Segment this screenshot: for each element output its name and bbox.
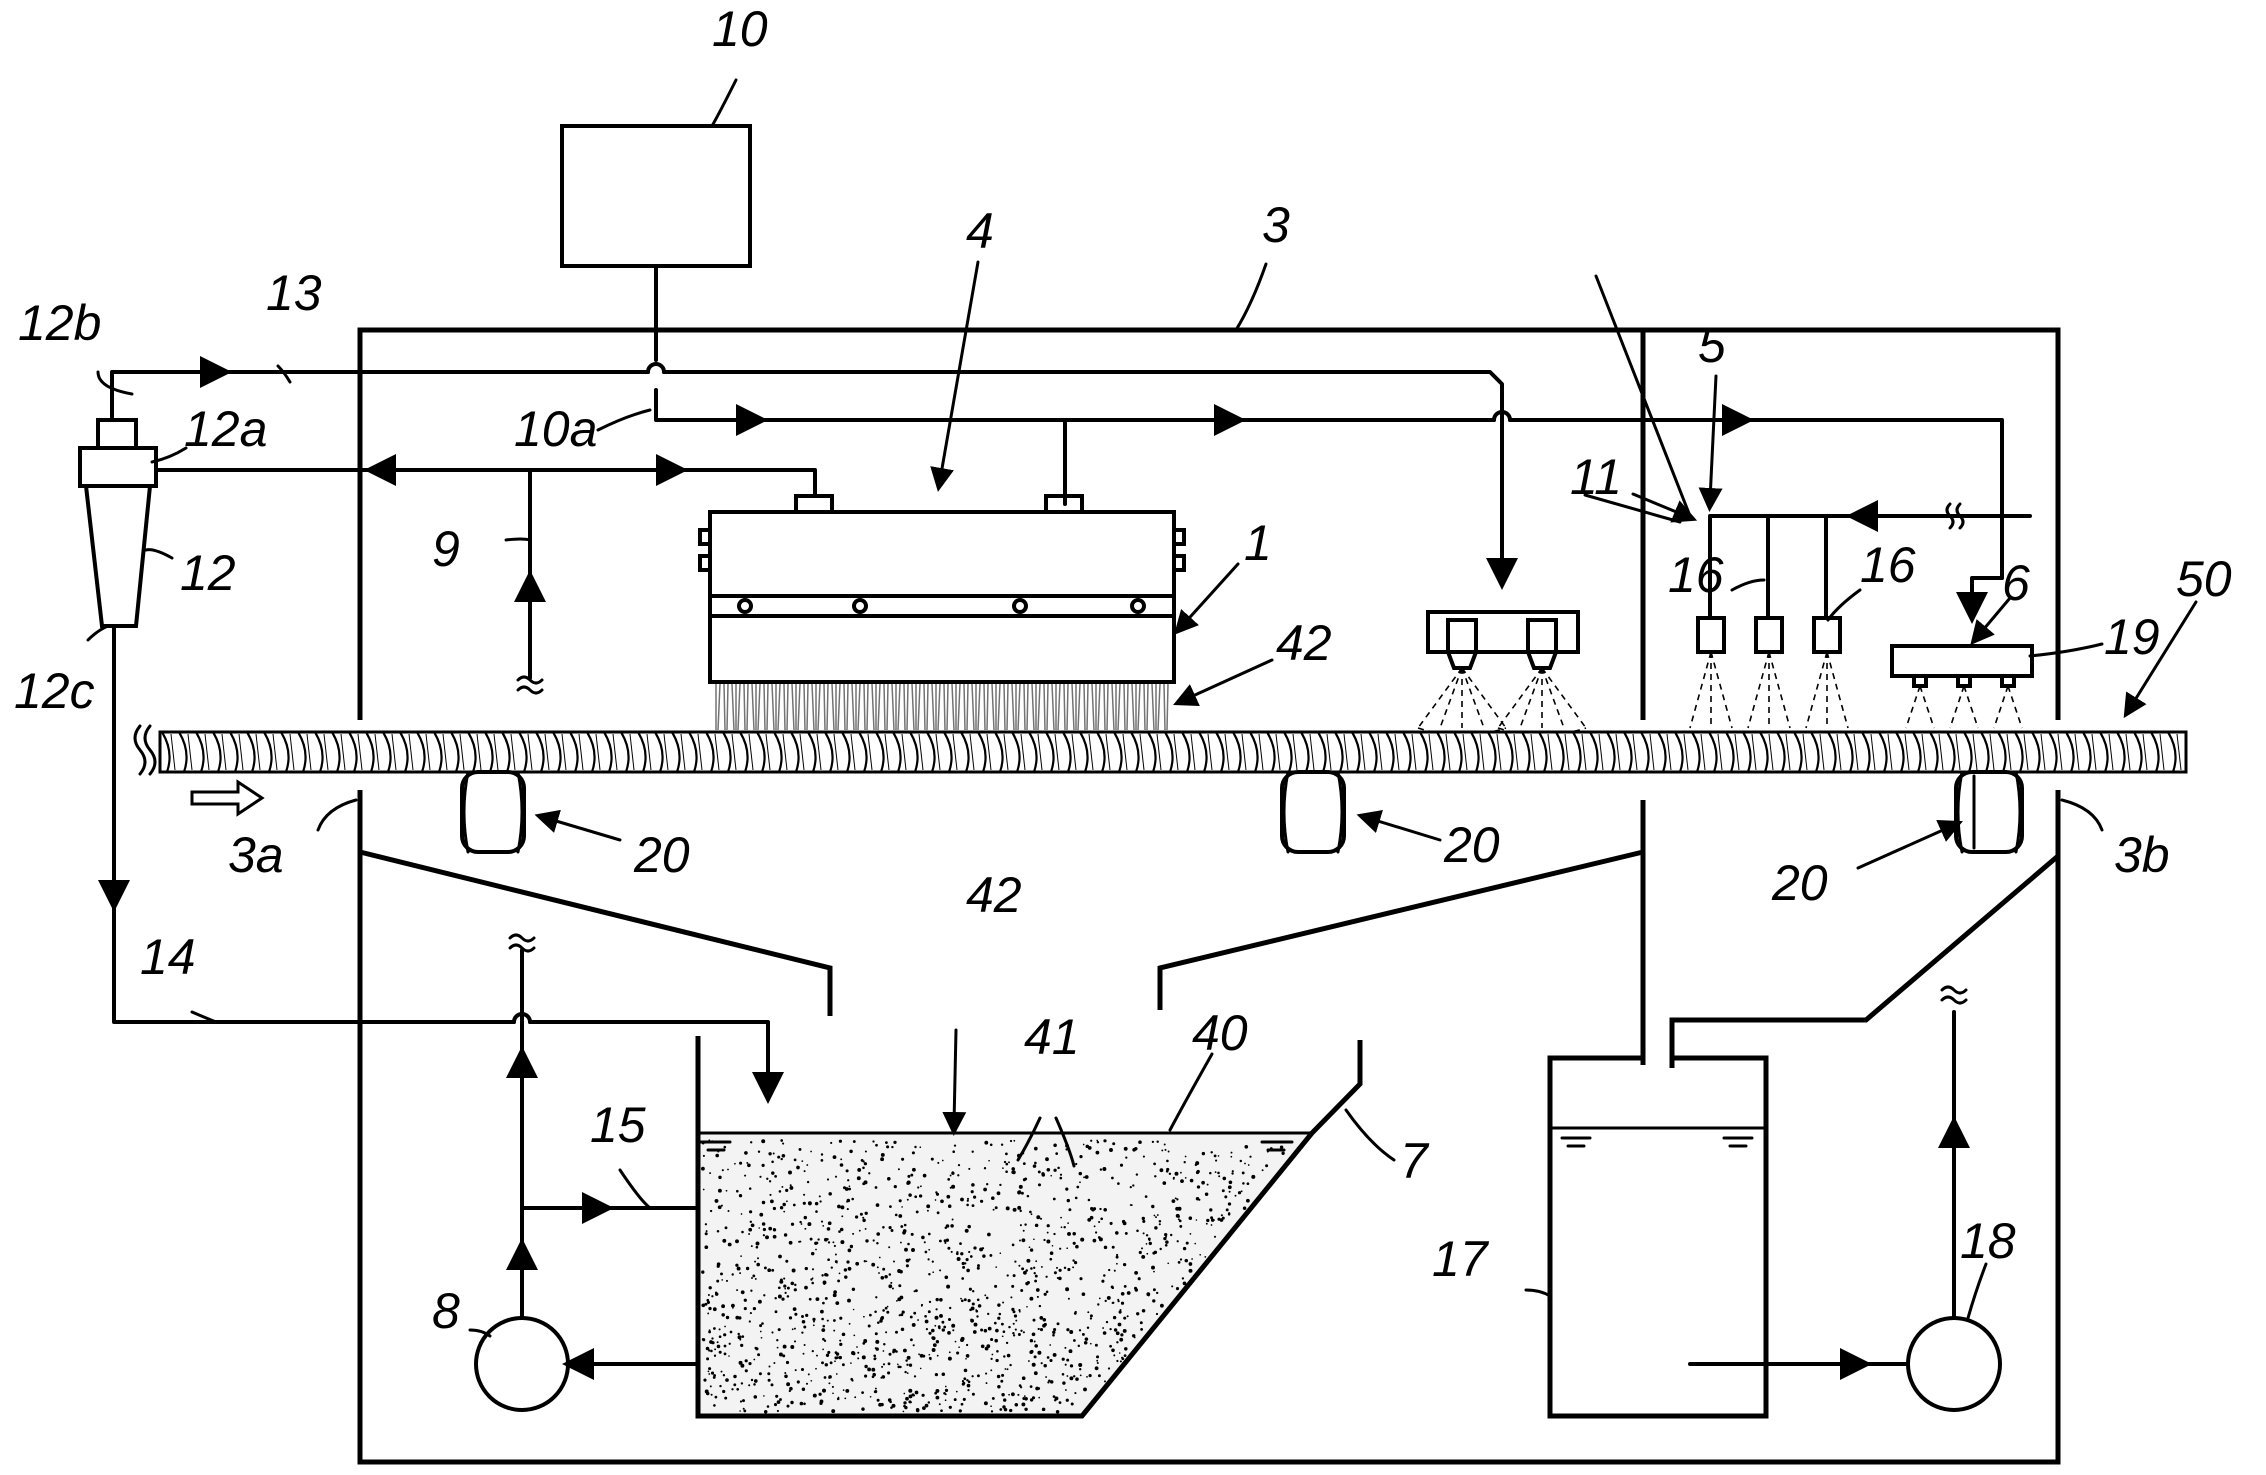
pipe-9	[514, 468, 546, 695]
label-4: 4	[966, 203, 994, 259]
controller-box-10	[560, 124, 752, 268]
label-17: 17	[1432, 1231, 1490, 1287]
label-16-right: 16	[1860, 537, 1916, 593]
label-16-left: 16	[1668, 547, 1724, 603]
label-41: 41	[1024, 1009, 1080, 1065]
label-1: 1	[1244, 515, 1272, 571]
nozzle-bar-19	[1890, 644, 2034, 729]
label-7: 7	[1400, 1133, 1430, 1189]
pipe-10a	[654, 388, 2004, 624]
rollers-20	[460, 770, 2024, 854]
label-20-right: 20	[1771, 855, 1828, 911]
label-3: 3	[1262, 197, 1290, 253]
label-5: 5	[1698, 317, 1726, 373]
label-13: 13	[266, 265, 322, 321]
label-15: 15	[590, 1097, 646, 1153]
label-9: 9	[432, 521, 460, 577]
label-50: 50	[2176, 551, 2232, 607]
nozzles-16	[1689, 500, 2032, 729]
label-20-mid: 20	[1443, 817, 1500, 873]
label-12b: 12b	[18, 295, 101, 351]
screw-workpiece-50	[133, 724, 2188, 776]
label-18: 18	[1960, 1213, 2016, 1269]
pump-18-line	[1688, 985, 2002, 1412]
brush-head-1	[698, 494, 1186, 731]
label-12a: 12a	[184, 401, 267, 457]
label-12c: 12c	[14, 663, 95, 719]
reference-labels: 10 3 4 5 13 12b 12a 12 12c 10a 9 1 42 11…	[14, 1, 2232, 1339]
label-11: 11	[1570, 449, 1622, 505]
pipe-13	[110, 356, 1504, 422]
label-12: 12	[180, 545, 236, 601]
pump-18	[1906, 1316, 2002, 1412]
label-10: 10	[712, 1, 768, 57]
pump-8	[474, 1316, 570, 1412]
nozzle-unit-11	[1417, 610, 1587, 736]
label-40: 40	[1192, 1005, 1248, 1061]
leader-lines	[86, 78, 2198, 1338]
pipe-12a-to-head	[154, 454, 817, 498]
pipe-14	[98, 624, 784, 1104]
label-8: 8	[432, 1283, 460, 1339]
label-42-tank: 42	[966, 867, 1022, 923]
feed-arrow-icon	[190, 779, 265, 817]
label-19: 19	[2104, 609, 2160, 665]
label-20-left: 20	[633, 827, 690, 883]
label-6: 6	[2002, 555, 2030, 611]
label-3a: 3a	[228, 827, 284, 883]
tank-7	[695, 1036, 1363, 1419]
hopper	[359, 849, 2060, 1068]
tank-17	[1547, 1055, 1769, 1419]
label-3b: 3b	[2114, 827, 2170, 883]
label-10a: 10a	[514, 401, 597, 457]
separator-12	[78, 418, 158, 628]
label-42-top: 42	[1276, 615, 1332, 671]
label-14: 14	[140, 929, 196, 985]
